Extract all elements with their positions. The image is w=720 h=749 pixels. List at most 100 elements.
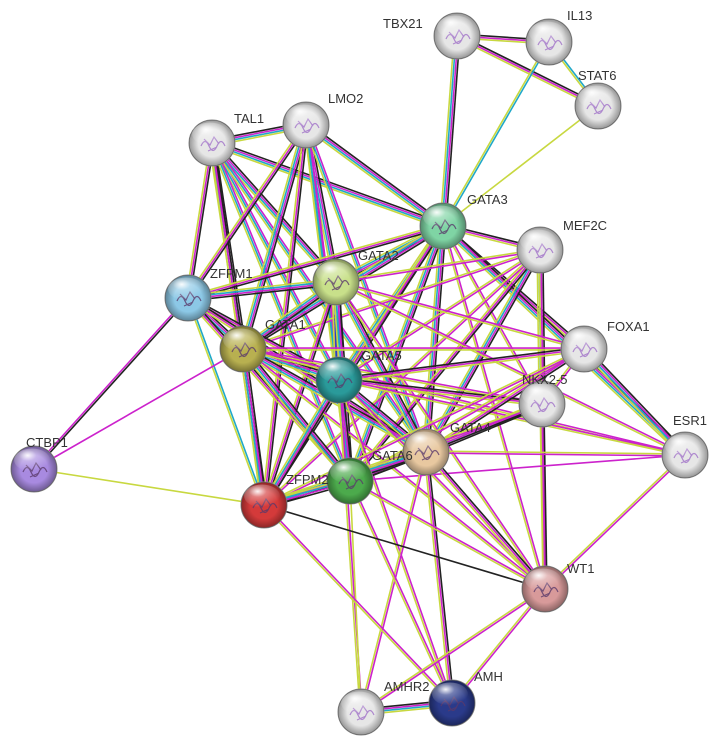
edge-strand-black	[188, 125, 309, 300]
node-wt1[interactable]: WT1	[521, 561, 594, 613]
node-gata3[interactable]: GATA3	[419, 192, 508, 250]
edge-gata5-foxa1	[338, 346, 585, 383]
edge-strand-yellow	[339, 350, 585, 383]
edge-esr1-gata6	[349, 454, 686, 482]
edge-strand-yellow	[260, 378, 338, 504]
edge-strand-cyan	[241, 349, 350, 483]
edge-strand-magenta	[33, 348, 244, 470]
edge-strand-black	[189, 143, 215, 299]
edge-strand-magenta	[336, 280, 585, 349]
node-highlight	[319, 359, 355, 383]
edge-wt1-amhr2	[360, 587, 546, 714]
edge-strand-magenta	[187, 297, 351, 482]
edge-strand-magenta	[443, 225, 544, 404]
edge-strand-magenta	[349, 249, 541, 482]
edge-strand-magenta	[452, 589, 547, 705]
edge-tal1-zfpm1	[185, 142, 215, 299]
node-label-wt1: WT1	[567, 561, 594, 576]
edge-strand-magenta	[541, 403, 546, 590]
node-esr1[interactable]: ESR1	[661, 413, 709, 479]
edge-strand-magenta	[336, 250, 541, 284]
node-gata5[interactable]: GATA5	[315, 348, 402, 404]
node-gata2[interactable]: GATA2	[312, 248, 399, 306]
node-tbx21[interactable]: TBX21	[383, 12, 481, 60]
node-mef2c[interactable]: MEF2C	[516, 218, 607, 274]
edge-gata6-amh	[348, 480, 454, 704]
edge-lmo2-zfpm1	[185, 123, 309, 300]
edge-gata1-foxa1	[243, 347, 584, 351]
node-il13[interactable]: IL13	[525, 8, 592, 66]
edge-tbx21-stat6	[455, 33, 600, 109]
edge-gata1-zfpm2	[239, 348, 268, 506]
node-zfpm2[interactable]: ZFPM2	[240, 472, 329, 529]
edge-gata5-amh	[337, 379, 454, 704]
edge-foxa1-zfpm2	[263, 347, 585, 507]
node-stat6[interactable]: STAT6	[574, 68, 622, 130]
node-label-lmo2: LMO2	[328, 91, 363, 106]
edge-strand-cyan	[304, 125, 443, 228]
node-label-esr1: ESR1	[673, 413, 707, 428]
edge-strand-magenta	[339, 379, 454, 703]
node-label-gata6: GATA6	[372, 448, 413, 463]
edge-zfpm2-ctbp1	[33, 468, 265, 506]
edge-strand-yellow	[187, 278, 336, 296]
edge-strand-magenta	[187, 225, 444, 299]
edge-gata4-amh	[423, 451, 455, 704]
edge-strand-magenta	[443, 36, 459, 227]
edge-strand-magenta	[243, 347, 547, 589]
edge-strand-cyan	[441, 35, 457, 226]
node-highlight	[223, 328, 259, 352]
edge-strand-yellow	[424, 346, 584, 452]
node-highlight	[244, 484, 280, 508]
node-tal1[interactable]: TAL1	[188, 111, 264, 167]
edge-strand-cyan	[443, 42, 551, 227]
node-nkx2-5[interactable]: NKX2-5	[518, 372, 568, 428]
edge-strand-magenta	[243, 250, 541, 351]
edge-foxa1-esr1	[581, 346, 688, 458]
edge-strand-black	[265, 125, 309, 506]
edge-strand-yellow	[33, 468, 265, 506]
edge-gata1-ctbp1	[33, 348, 244, 470]
node-ctbp1[interactable]: CTBP1	[10, 435, 68, 493]
edge-strand-yellow	[187, 223, 443, 297]
node-gata4[interactable]: GATA4	[402, 420, 491, 476]
edge-strand-magenta	[349, 454, 686, 482]
edge-strand-magenta	[306, 123, 445, 226]
edge-strand-black	[585, 346, 688, 454]
node-foxa1[interactable]: FOXA1	[560, 319, 650, 373]
edge-gata6-amhr2	[349, 480, 362, 713]
node-amhr2[interactable]: AMHR2	[337, 679, 430, 736]
node-highlight	[286, 104, 322, 128]
edge-strand-black	[188, 284, 337, 302]
edge-strand-yellow	[337, 380, 361, 713]
node-lmo2[interactable]: LMO2	[282, 91, 363, 149]
node-highlight	[341, 691, 377, 715]
edge-strand-yellow	[186, 298, 264, 506]
edge-strand-yellow	[439, 35, 455, 226]
edge-strand-cyan	[211, 142, 351, 482]
edge-strand-cyan	[211, 143, 443, 228]
node-highlight	[316, 261, 352, 285]
node-highlight	[330, 460, 366, 484]
edge-strand-yellow	[359, 451, 426, 712]
edge-gata5-zfpm2	[260, 378, 343, 507]
node-amh[interactable]: AMH	[428, 669, 503, 727]
node-zfpm1[interactable]: ZFPM1	[164, 266, 253, 322]
edge-strand-magenta	[425, 451, 453, 704]
edge-strand-magenta	[187, 124, 307, 299]
edge-esr1-gata4	[425, 450, 686, 457]
edge-strand-yellow	[335, 282, 584, 351]
node-gata1[interactable]: GATA1	[219, 317, 306, 373]
edge-gata4-wt1	[423, 450, 548, 591]
node-label-zfpm2: ZFPM2	[286, 472, 329, 487]
edge-strand-yellow	[261, 281, 335, 505]
edge-nkx2-5-wt1	[539, 403, 548, 590]
edge-strand-yellow	[422, 225, 441, 452]
edge-gata4-amhr2	[359, 451, 428, 713]
node-gata6[interactable]: GATA6	[326, 448, 413, 505]
node-highlight	[192, 122, 228, 146]
edge-strand-yellow	[450, 587, 545, 703]
edge-strand-yellow	[332, 282, 425, 454]
edge-strand-magenta	[350, 479, 546, 589]
